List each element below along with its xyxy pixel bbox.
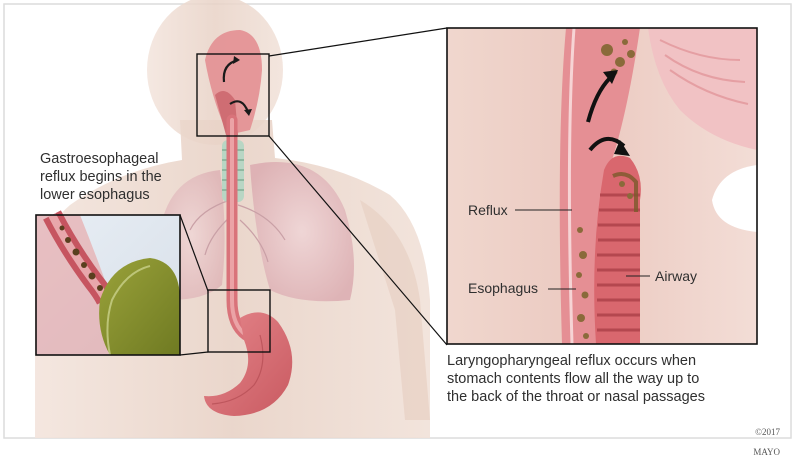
- copyright-year: ©2017: [755, 427, 780, 437]
- stomach-inset: [36, 215, 180, 355]
- gerd-caption: Gastroesophageal reflux begins in the lo…: [40, 150, 210, 204]
- copyright-owner: MAYO: [753, 447, 780, 457]
- esophagus-label: Esophagus: [468, 280, 538, 296]
- lpr-caption: Laryngopharyngeal reflux occurs when sto…: [447, 352, 767, 406]
- copyright-mark: ©2017 MAYO: [730, 417, 780, 457]
- magnified-throat-panel: [447, 28, 757, 344]
- reflux-label: Reflux: [468, 202, 508, 218]
- airway-label: Airway: [655, 268, 697, 284]
